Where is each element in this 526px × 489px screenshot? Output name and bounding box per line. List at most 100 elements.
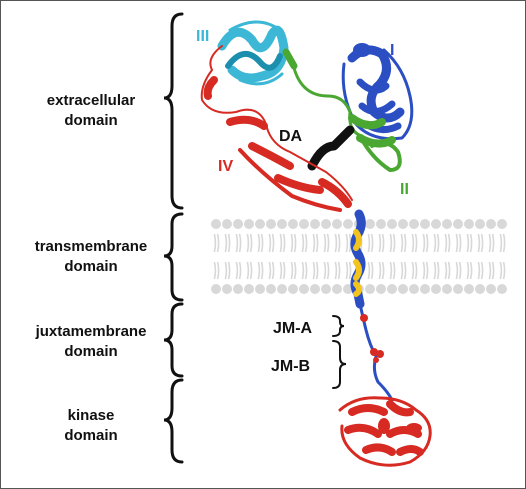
lipid-head bbox=[343, 219, 353, 229]
lipid-tail bbox=[455, 261, 459, 280]
lipid-tail bbox=[238, 233, 242, 253]
lipid-head bbox=[211, 219, 221, 229]
lipid-head bbox=[442, 219, 452, 229]
tm-helix bbox=[350, 209, 366, 309]
lipid-head bbox=[365, 219, 375, 229]
domain-III-structure bbox=[217, 20, 298, 86]
lipid-tail bbox=[425, 233, 429, 253]
lipid-head bbox=[387, 219, 397, 229]
lipid-tail bbox=[488, 261, 492, 280]
lipid-tail bbox=[491, 233, 495, 253]
lipid-head bbox=[398, 219, 408, 229]
lipid-tail bbox=[455, 233, 459, 253]
lipid-tail bbox=[315, 261, 319, 280]
DA-structure bbox=[307, 125, 355, 171]
lipid-tail bbox=[411, 233, 415, 253]
lipid-tail bbox=[238, 261, 242, 280]
lipid-head bbox=[497, 219, 507, 229]
label-domain-III: III bbox=[196, 28, 209, 45]
lipid-bilayer bbox=[211, 219, 507, 294]
lipid-tail bbox=[469, 233, 473, 253]
lipid-tail bbox=[301, 261, 305, 280]
label-domain-I: I bbox=[390, 42, 394, 59]
lipid-tail bbox=[345, 233, 349, 253]
lipid-tail bbox=[389, 233, 393, 253]
lipid-head bbox=[420, 284, 430, 294]
lipid-head bbox=[409, 284, 419, 294]
lipid-tail bbox=[279, 261, 283, 280]
lipid-head bbox=[376, 219, 386, 229]
lipid-tail bbox=[444, 233, 448, 253]
lipid-head bbox=[398, 284, 408, 294]
lipid-head bbox=[222, 219, 232, 229]
lipid-tail bbox=[257, 233, 261, 253]
lipid-tail bbox=[499, 261, 503, 280]
lipid-head bbox=[420, 219, 430, 229]
lipid-tail bbox=[279, 233, 283, 253]
lipid-tail bbox=[447, 233, 451, 253]
lipid-head bbox=[255, 219, 265, 229]
lipid-tail bbox=[235, 233, 239, 253]
lipid-tail bbox=[260, 261, 264, 280]
lipid-tail bbox=[312, 261, 316, 280]
lipid-head bbox=[332, 284, 342, 294]
lipid-tail bbox=[337, 261, 341, 280]
lipid-tail bbox=[304, 233, 308, 253]
lipid-head bbox=[266, 219, 276, 229]
domain-braces bbox=[163, 12, 347, 464]
lipid-tail bbox=[213, 233, 217, 253]
brace-juxtamembrane bbox=[163, 302, 184, 378]
label-transmembrane-line2: domain bbox=[64, 258, 117, 275]
lipid-tail bbox=[436, 233, 440, 253]
lipid-head bbox=[376, 284, 386, 294]
lipid-tail bbox=[477, 233, 481, 253]
lipid-tail bbox=[213, 261, 217, 280]
lipid-tail bbox=[458, 233, 462, 253]
lipid-tail bbox=[312, 233, 316, 253]
lipid-head bbox=[288, 219, 298, 229]
lipid-tail bbox=[227, 261, 231, 280]
lipid-tail bbox=[488, 233, 492, 253]
brace-extracellular bbox=[163, 12, 184, 210]
lipid-tail bbox=[403, 261, 407, 280]
lipid-head bbox=[431, 284, 441, 294]
label-domain-IV: IV bbox=[218, 158, 233, 175]
lipid-tail bbox=[502, 233, 506, 253]
label-JM-A: JM-A bbox=[273, 320, 313, 337]
lipid-tail bbox=[348, 261, 352, 280]
lipid-tail bbox=[323, 233, 327, 253]
lipid-tail bbox=[216, 233, 220, 253]
lipid-tail bbox=[400, 233, 404, 253]
brace-transmembrane bbox=[163, 212, 184, 302]
lipid-head bbox=[486, 284, 496, 294]
lipid-tail bbox=[389, 261, 393, 280]
lipid-tail bbox=[422, 261, 426, 280]
lipid-tail bbox=[403, 233, 407, 253]
lipid-tail bbox=[370, 233, 374, 253]
lipid-tail bbox=[414, 261, 418, 280]
lipid-tail bbox=[326, 261, 330, 280]
lipid-head bbox=[244, 284, 254, 294]
lipid-tail bbox=[466, 261, 470, 280]
lipid-head bbox=[310, 219, 320, 229]
lipid-head bbox=[332, 219, 342, 229]
lipid-tail bbox=[425, 261, 429, 280]
lipid-tail bbox=[345, 261, 349, 280]
lipid-head bbox=[222, 284, 232, 294]
label-JM-B: JM-B bbox=[271, 358, 310, 375]
lipid-head bbox=[233, 219, 243, 229]
lipid-tail bbox=[290, 261, 294, 280]
lipid-tail bbox=[257, 261, 261, 280]
lipid-tail bbox=[301, 233, 305, 253]
lipid-head bbox=[299, 284, 309, 294]
lipid-tail bbox=[469, 261, 473, 280]
lipid-tail bbox=[400, 261, 404, 280]
lipid-tail bbox=[466, 233, 470, 253]
lipid-tail bbox=[381, 261, 385, 280]
lipid-head bbox=[321, 284, 331, 294]
lipid-tail bbox=[422, 233, 426, 253]
label-kinase-line2: domain bbox=[64, 427, 117, 444]
lipid-tail bbox=[392, 261, 396, 280]
lipid-head bbox=[387, 284, 397, 294]
kinase-structure bbox=[338, 396, 432, 467]
